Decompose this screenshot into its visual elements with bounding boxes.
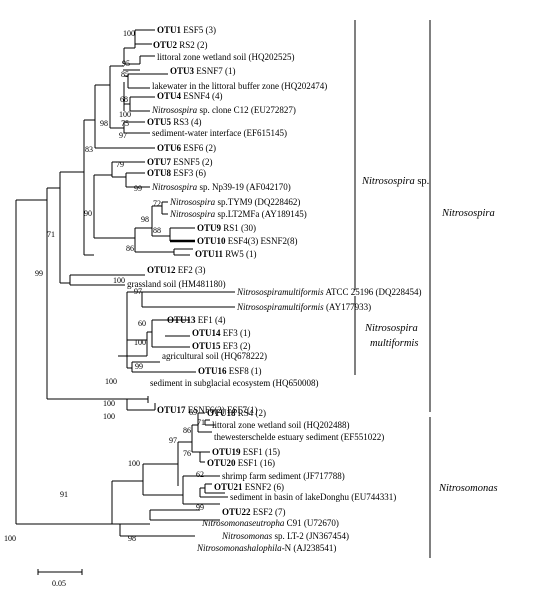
bootstrap-label: 100 (123, 29, 135, 38)
tip-hq202525: littoral zone wetland soil (HQ202525) (157, 52, 294, 62)
tip-u72670: Nitrosomonaseutropha C91 (U72670) (201, 518, 339, 528)
tip-ef551022: thewesterschelde estuary sediment (EF551… (214, 432, 384, 442)
tip-hq678222: agricultural soil (HQ678222) (162, 351, 267, 361)
tip-aj238541: Nitrosomonashalophila-N (AJ238541) (196, 543, 336, 553)
tip-otu3: OTU3 ESNF7 (1) (170, 66, 236, 76)
bootstrap-label: 83 (85, 145, 93, 154)
bootstrap-label: 99 (134, 184, 142, 193)
tip-otu16: OTU16 ESF8 (1) (198, 366, 262, 376)
tip-otu21: OTU21 ESNF2 (6) (214, 482, 284, 492)
tip-otu14: OTU14 EF3 (1) (192, 328, 251, 338)
tip-otu15: OTU15 EF3 (2) (192, 341, 251, 351)
bootstrap-label: 71 (197, 418, 205, 427)
group-label-nitrosomonas: Nitrosomonas (438, 483, 498, 494)
bootstrap-label: 99 (135, 362, 143, 371)
tip-dq228454: Nitrosospiramultiformis ATCC 25196 (DQ22… (236, 287, 421, 297)
bootstrap-label: 99 (196, 503, 204, 512)
bootstrap-label: 98 (100, 119, 108, 128)
tip-eu272827: Nitrosospira sp. clone C12 (EU272827) (151, 105, 296, 115)
tip-otu7: OTU7 ESNF5 (2) (147, 157, 213, 167)
tip-af042170: Nitrosospira sp. Np39-19 (AF042170) (151, 182, 291, 192)
bootstrap-label: 86 (126, 244, 134, 253)
bootstrap-label: 100 (119, 110, 131, 119)
tip-eu744331: sediment in basin of lakeDonghu (EU74433… (230, 492, 396, 502)
tip-labels: OTU1 ESF5 (3) OTU2 RS2 (2) littoral zone… (127, 25, 421, 553)
tip-otu17: OTU17 ESNF6(2) ESF7(1) (157, 405, 258, 415)
bootstrap-label: 71 (47, 230, 55, 239)
tip-hq202488: littoral zone wetland soil (HQ202488) (212, 420, 349, 430)
tip-ef615145: sediment-water interface (EF615145) (152, 128, 287, 138)
bootstrap-label: 68 (120, 95, 128, 104)
bootstrap-label: 98 (128, 534, 136, 543)
tip-otu8: OTU8 ESF3 (6) (147, 168, 206, 178)
bootstrap-label: 98 (141, 215, 149, 224)
tip-otu22: OTU22 ESF2 (7) (222, 507, 286, 517)
bootstrap-label: 97 (134, 287, 142, 296)
tip-otu11: OTU11 RW5 (1) (195, 249, 257, 259)
tip-otu1: OTU1 ESF5 (3) (157, 25, 216, 35)
group-labels: Nitrosospira sp. Nitrosospira multiformi… (361, 176, 498, 494)
scale-bar-label: 0.05 (52, 579, 66, 588)
bootstrap-label: 72 (153, 199, 161, 208)
tip-otu2: OTU2 RS2 (2) (153, 40, 208, 50)
bootstrap-label: 100 (128, 459, 140, 468)
tip-hq202474: lakewater in the littoral buffer zone (H… (152, 81, 327, 91)
tip-jn367454: Nitrosomonas sp. LT-2 (JN367454) (221, 531, 349, 541)
tip-otu18: OTU18 RS4 (2) (207, 408, 266, 418)
group-label-nitrosospira-sp: Nitrosospira sp. (361, 176, 429, 187)
tip-hm481180: grassland soil (HM481180) (127, 279, 226, 289)
bootstrap-label: 95 (122, 59, 130, 68)
bootstrap-label: 90 (84, 209, 92, 218)
tip-otu9: OTU9 RS1 (30) (197, 223, 256, 233)
group-brackets (354, 20, 431, 558)
group-label-nitrosospira-multiformis-2: multiformis (370, 338, 418, 349)
bootstrap-label: 100 (105, 377, 117, 386)
bootstrap-label: 86 (183, 426, 191, 435)
tip-otu4: OTU4 ESNF4 (4) (157, 91, 223, 101)
tip-jf717788: shrimp farm sediment (JF717788) (222, 471, 345, 481)
tip-ay177933: Nitrosospiramultiformis (AY177933) (236, 302, 371, 312)
bootstrap-label: 85 (121, 70, 129, 79)
tip-hq650008: sediment in subglacial ecosystem (HQ6500… (150, 378, 318, 388)
bootstrap-label: 69 (189, 408, 197, 417)
tip-otu5: OTU5 RS3 (4) (147, 117, 202, 127)
bootstrap-values: 100 95 85 68 100 98 75 97 83 79 99 72 88… (4, 29, 205, 543)
bootstrap-label: 100 (4, 534, 16, 543)
bootstrap-label: 91 (60, 490, 68, 499)
tip-otu19: OTU19 ESF1 (15) (212, 447, 280, 457)
bootstrap-label: 97 (169, 436, 177, 445)
group-label-nitrosospira: Nitrosospira (441, 208, 495, 219)
bootstrap-label: 79 (116, 160, 124, 169)
bootstrap-label: 100 (103, 399, 115, 408)
tip-otu12: OTU12 EF2 (3) (147, 265, 206, 275)
bootstrap-label: 62 (196, 470, 204, 479)
bootstrap-label: 60 (138, 319, 146, 328)
tip-otu13: OTU13 EF1 (4) (167, 315, 226, 325)
tree-branches (15, 29, 235, 575)
tip-ay189145: Nitrosospira sp.LT2MFa (AY189145) (169, 209, 307, 219)
bootstrap-label: 100 (113, 276, 125, 285)
tip-otu10: OTU10 ESF4(3) ESNF2(8) (197, 236, 298, 246)
bootstrap-label: 100 (103, 412, 115, 421)
bootstrap-label: 88 (153, 226, 161, 235)
tip-otu6: OTU6 ESF6 (2) (157, 143, 216, 153)
bootstrap-label: 100 (134, 338, 146, 347)
bootstrap-label: 75 (121, 119, 129, 128)
tip-dq228462: Nitrosospira sp.TYM9 (DQ228462) (169, 197, 300, 207)
tip-otu20: OTU20 ESF1 (16) (207, 458, 275, 468)
bootstrap-label: 97 (119, 131, 127, 140)
group-label-nitrosospira-multiformis-1: Nitrosospira (364, 323, 418, 334)
bootstrap-label: 76 (183, 449, 191, 458)
bootstrap-label: 99 (35, 269, 43, 278)
